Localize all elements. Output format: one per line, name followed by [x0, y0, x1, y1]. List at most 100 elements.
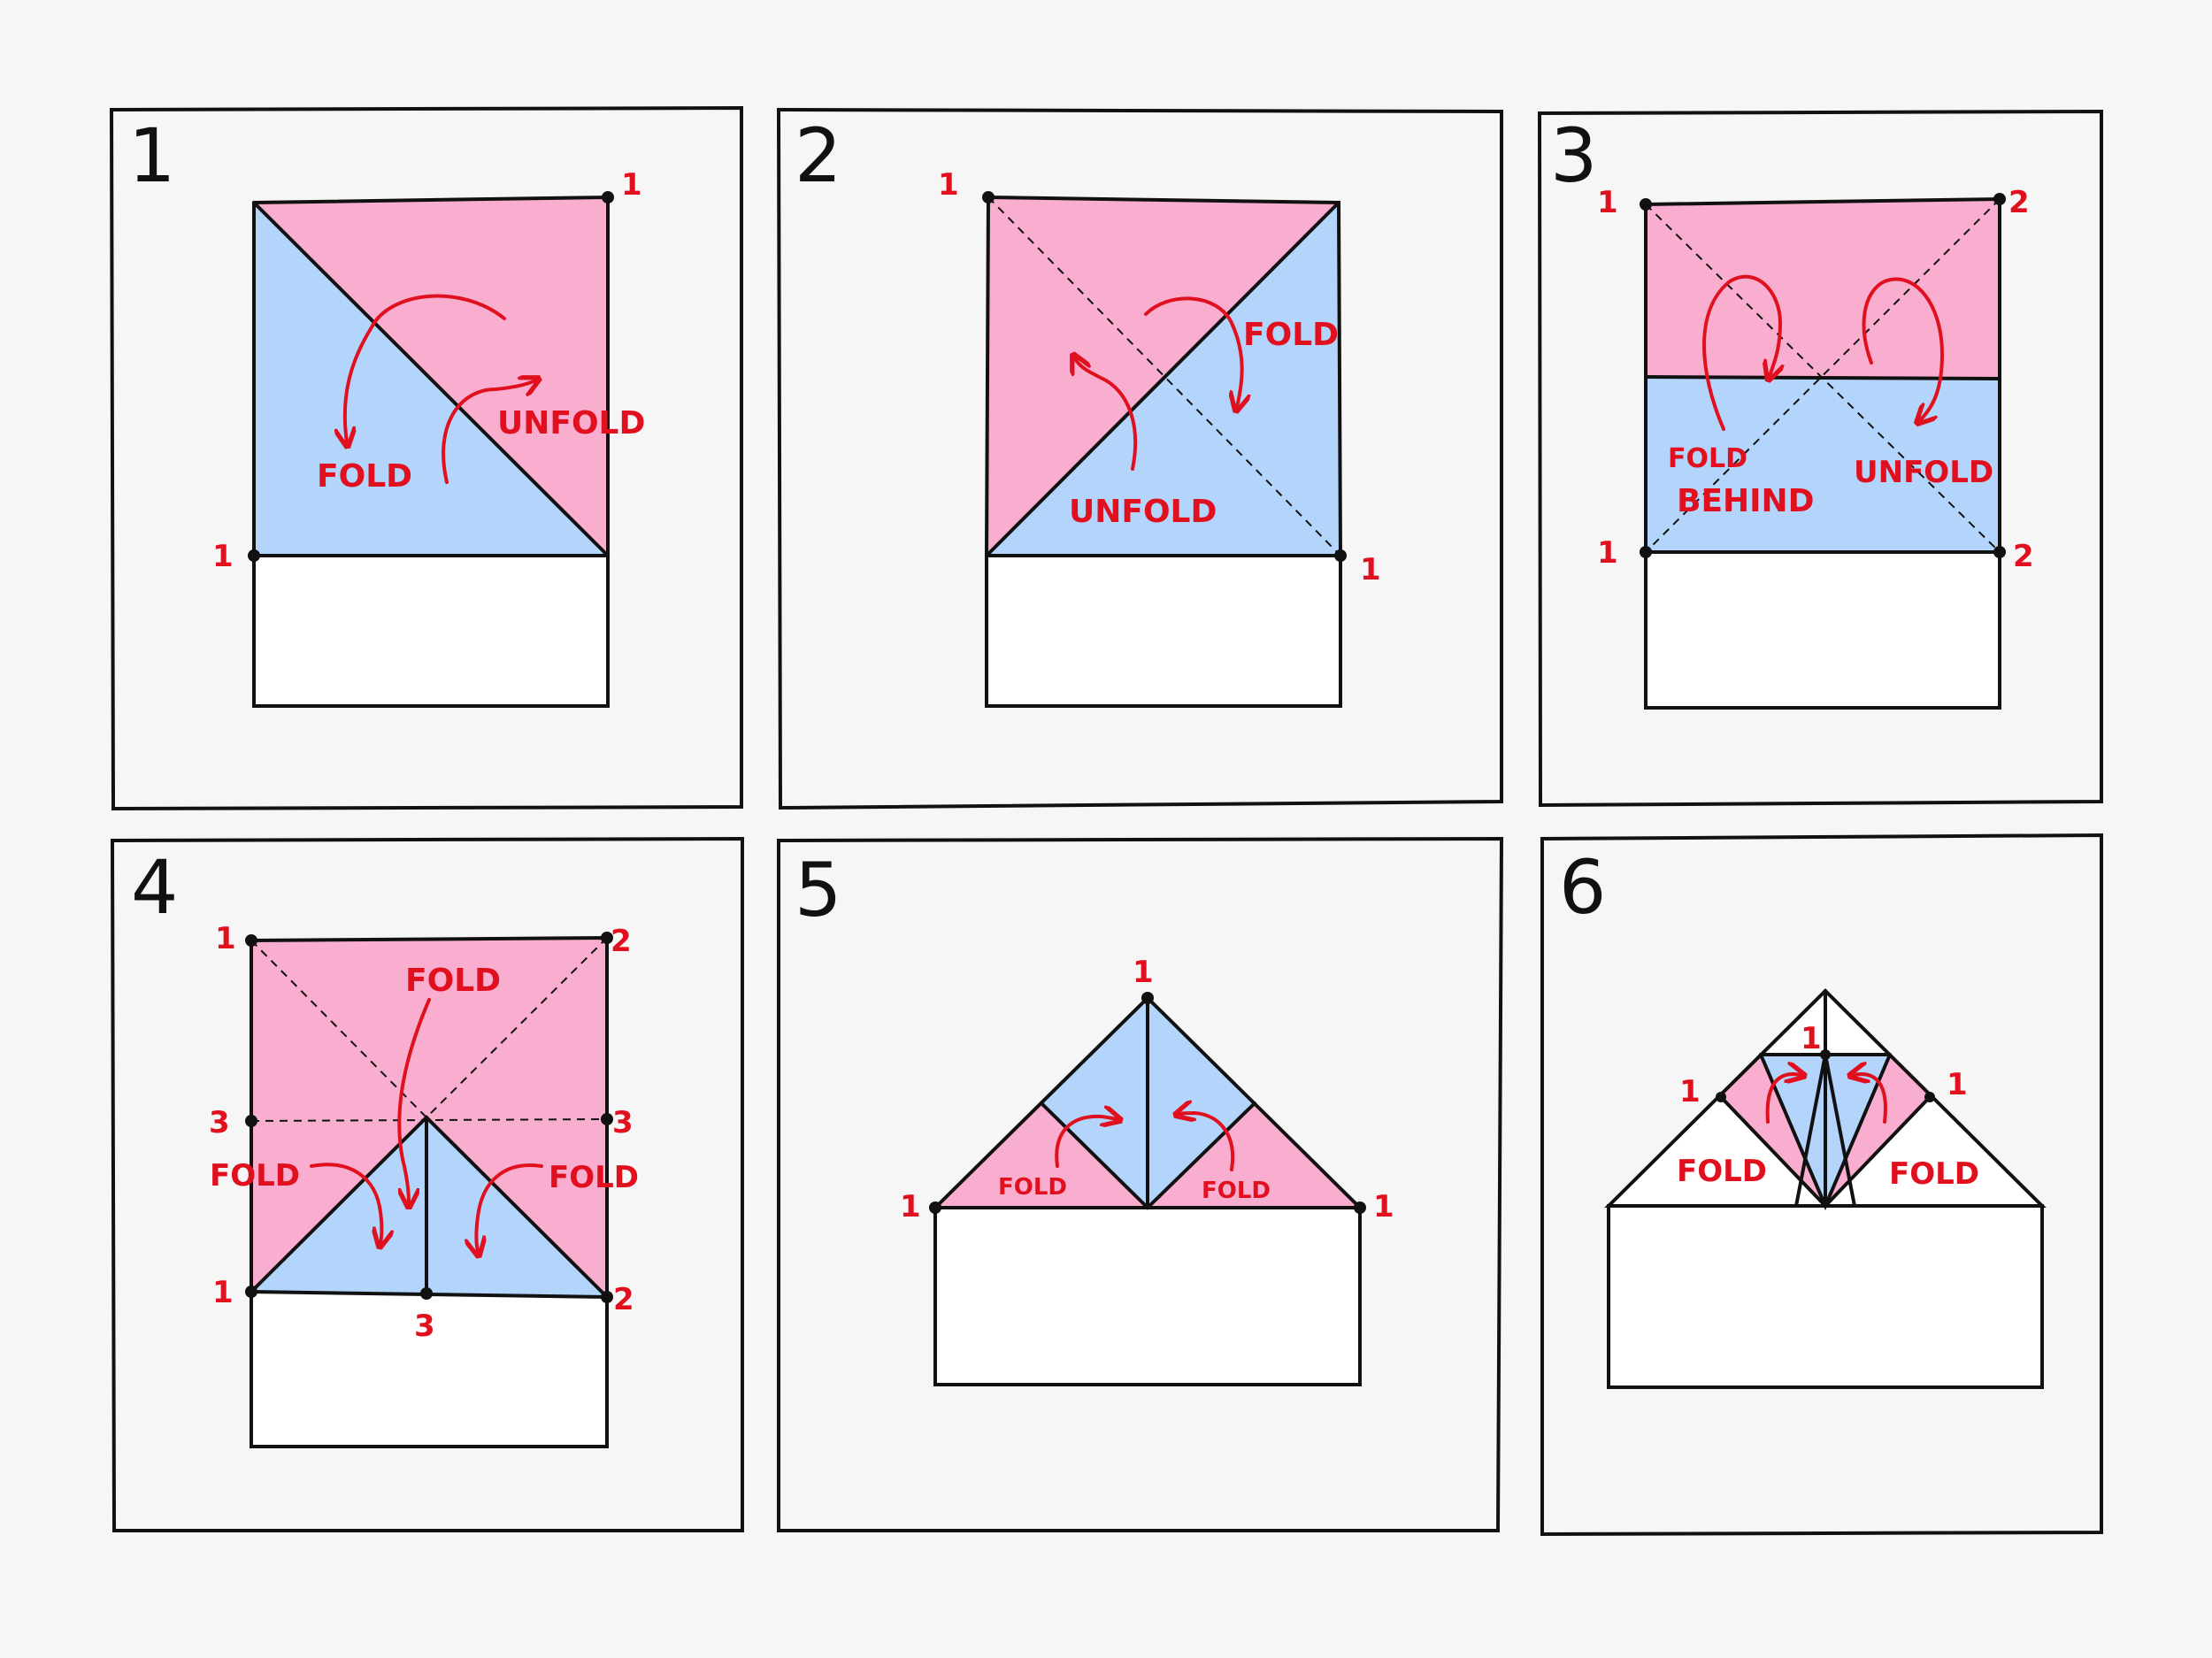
point-label: 1 — [938, 167, 959, 203]
step-number: 3 — [1550, 112, 1597, 199]
reference-point — [1993, 546, 2006, 558]
unfold-arrow — [1075, 358, 1138, 471]
point-label: 1 — [1597, 185, 1618, 220]
reference-point — [248, 549, 260, 562]
point-label: 3 — [209, 1105, 230, 1140]
reference-point — [1354, 1201, 1366, 1214]
fold-label: FOLD — [1202, 1178, 1271, 1204]
reference-point — [602, 191, 614, 203]
valley-fold-line — [1645, 198, 2001, 553]
fold-arrow — [1144, 296, 1242, 407]
pink-region — [1646, 199, 2000, 379]
reference-point — [601, 1113, 613, 1125]
reference-point — [1820, 1049, 1831, 1060]
point-label: 1 — [212, 539, 234, 574]
reference-point — [245, 934, 257, 947]
point-label: 1 — [212, 1275, 234, 1310]
point-label: 1 — [1679, 1074, 1701, 1109]
point-label: 2 — [611, 924, 632, 959]
fold-label: FOLD — [549, 1160, 639, 1195]
point-label: 2 — [2008, 185, 2030, 220]
fold-label: FOLD — [1677, 1154, 1767, 1189]
point-label: 2 — [2013, 539, 2034, 574]
panel-step-5: 5 1 1 1 FOLD FOLD — [777, 836, 1504, 1532]
point-label: 1 — [215, 921, 236, 956]
fold-arrow — [1854, 1074, 1887, 1124]
point-label: 1 — [1373, 1189, 1394, 1224]
panel-frame — [109, 105, 743, 811]
fold-label: FOLD — [1243, 317, 1339, 353]
step-number: 1 — [128, 112, 175, 199]
fold-label: FOLD — [1889, 1156, 1979, 1192]
unfold-label: UNFOLD — [1069, 494, 1217, 530]
panel-step-2: 2 1 1 FOLD UNFOLD — [776, 107, 1503, 810]
reference-point — [982, 191, 995, 203]
fold-label: FOLD — [998, 1174, 1067, 1201]
paper-sheet-lower — [933, 1206, 1362, 1386]
reference-point — [1334, 549, 1347, 562]
step-number: 6 — [1559, 844, 1606, 931]
paper-sheet-lower — [985, 554, 1342, 708]
paper-sheet-lower — [252, 554, 610, 708]
diagonal-crease — [985, 201, 1340, 557]
valley-fold-line — [250, 1118, 608, 1122]
point-label: 3 — [414, 1309, 435, 1344]
reference-point — [1924, 1092, 1935, 1102]
fold-arrow — [397, 998, 431, 1203]
point-label: 2 — [613, 1282, 634, 1317]
fold-arrow — [345, 294, 506, 442]
fold-behind-label: BEHIND — [1677, 483, 1815, 519]
blue-region — [1646, 377, 2000, 552]
fold-arrow — [477, 1163, 543, 1252]
step-number: 4 — [131, 844, 178, 931]
point-label: 1 — [1801, 1021, 1822, 1056]
reference-point — [1640, 198, 1652, 211]
point-label: 1 — [1947, 1067, 1968, 1102]
panel-frame — [1540, 833, 2103, 1537]
reference-point — [929, 1201, 941, 1214]
reference-point — [420, 1287, 433, 1300]
panel-frame — [110, 836, 744, 1532]
panel-frame — [776, 107, 1503, 810]
step-number: 2 — [795, 112, 841, 199]
fold-label: FOLD — [405, 963, 501, 999]
unfold-arrow — [442, 380, 535, 484]
fold-arrow — [1179, 1113, 1235, 1171]
paper-sheet-lower — [1644, 550, 2001, 710]
unfold-arrow — [1862, 277, 1944, 420]
reference-point — [245, 1115, 257, 1127]
point-label: 1 — [1133, 955, 1154, 990]
reference-point — [245, 1286, 257, 1298]
reference-point — [1141, 992, 1154, 1004]
paper-sheet-lower — [1607, 1204, 2044, 1389]
step-number: 5 — [795, 847, 841, 933]
point-label: 1 — [900, 1189, 921, 1224]
valley-fold-line — [1645, 203, 2001, 553]
point-label: 3 — [612, 1105, 634, 1140]
unfold-label: UNFOLD — [1854, 455, 1993, 490]
reference-point — [1716, 1092, 1726, 1102]
point-label: 1 — [621, 167, 642, 203]
panel-step-6: 6 1 1 1 FOLD FOLD — [1540, 833, 2103, 1537]
point-label: 1 — [1360, 552, 1381, 587]
paper-sheet-lower — [250, 1290, 609, 1448]
unfold-label: UNFOLD — [497, 405, 645, 441]
reference-point — [601, 1291, 613, 1303]
panel-step-3: 3 1 2 1 2 FOLD BEHIND UNFOLD — [1537, 109, 2103, 808]
fold-arrow — [1765, 1074, 1801, 1124]
panel-frame — [1537, 109, 2103, 808]
diagonal-crease — [252, 201, 610, 557]
fold-label: FOLD — [210, 1158, 300, 1194]
pink-flap-right — [1825, 1055, 1930, 1206]
panel-step-4: 4 1 2 3 3 1 2 3 FOLD FOLD FOLD — [110, 836, 744, 1532]
panel-step-1: 1 1 1 FOLD UNFOLD — [109, 105, 743, 811]
fold-behind-label: FOLD — [1668, 443, 1747, 474]
fold-behind-arrow — [1702, 274, 1780, 431]
fold-label: FOLD — [317, 458, 412, 495]
reference-point — [1993, 193, 2006, 205]
reference-point — [601, 932, 613, 944]
fold-arrow — [1055, 1117, 1117, 1168]
panel-frame — [777, 836, 1504, 1532]
blue-region — [251, 1117, 607, 1297]
